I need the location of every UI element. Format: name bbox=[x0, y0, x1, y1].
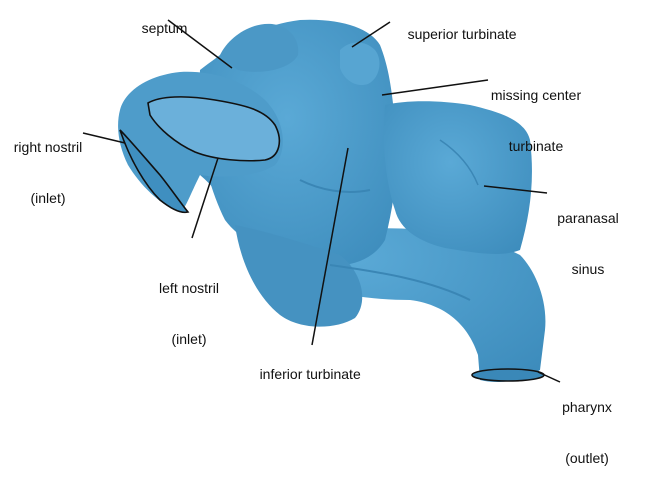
label-paranasal-sinus-line2: sinus bbox=[548, 261, 628, 278]
label-left-nostril: left nostril (inlet) bbox=[142, 246, 236, 382]
label-inferior-turbinate: inferior turbinate bbox=[244, 349, 361, 400]
label-paranasal-sinus-line1: paranasal bbox=[548, 210, 628, 227]
label-right-nostril-line1: right nostril bbox=[5, 139, 91, 156]
label-pharynx-line2: (outlet) bbox=[552, 450, 622, 467]
label-missing-center-turbinate-line2: turbinate bbox=[476, 138, 596, 155]
label-paranasal-sinus: paranasal sinus bbox=[548, 176, 628, 312]
label-pharynx-line1: pharynx bbox=[552, 399, 622, 416]
label-pharynx: pharynx (outlet) bbox=[552, 365, 622, 501]
label-right-nostril: right nostril (inlet) bbox=[5, 105, 91, 241]
label-right-nostril-line2: (inlet) bbox=[5, 190, 91, 207]
nasal-cavity-diagram: septum superior turbinate missing center… bbox=[0, 0, 650, 403]
leader-missing-center-turbinate bbox=[382, 80, 488, 95]
label-superior-turbinate-text: superior turbinate bbox=[408, 26, 517, 42]
label-missing-center-turbinate: missing center turbinate bbox=[476, 53, 596, 189]
pharynx-outlet-face bbox=[472, 369, 544, 381]
label-left-nostril-line1: left nostril bbox=[142, 280, 236, 297]
label-septum: septum bbox=[126, 3, 187, 54]
label-missing-center-turbinate-line1: missing center bbox=[476, 87, 596, 104]
label-inferior-turbinate-text: inferior turbinate bbox=[260, 366, 361, 382]
label-left-nostril-line2: (inlet) bbox=[142, 331, 236, 348]
label-septum-text: septum bbox=[142, 20, 188, 36]
septum-surface bbox=[220, 24, 298, 72]
